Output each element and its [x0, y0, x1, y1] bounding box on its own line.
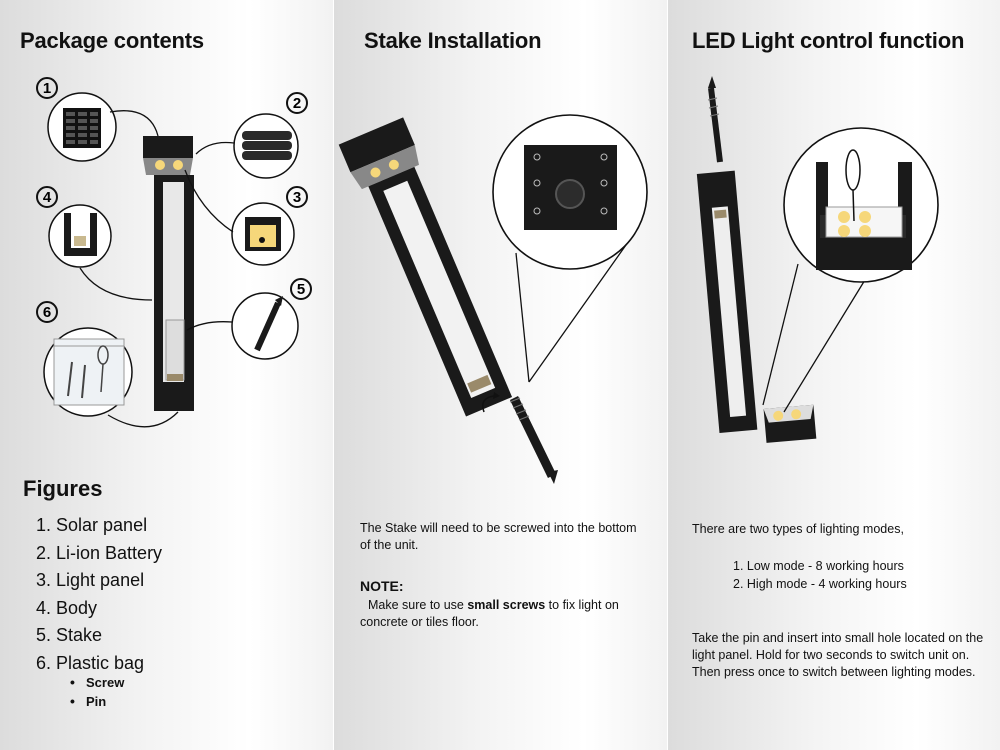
figure-item: 1. Solar panel — [36, 515, 148, 535]
pin-icon — [707, 76, 723, 163]
lighting-mode-item: 2. High mode - 4 working hours — [733, 577, 907, 591]
badge-2: 2 — [293, 95, 301, 112]
figure-item: 2. Li-ion Battery — [36, 542, 163, 563]
badge-3: 3 — [293, 189, 301, 206]
stake-installation-illustration — [338, 114, 648, 484]
panel-divider — [333, 0, 334, 750]
light-unit-icon — [143, 136, 194, 411]
note-text: Make sure to use small screws to fix lig… — [360, 597, 660, 631]
light-unit-icon — [696, 170, 817, 443]
bag-item: Pin — [70, 692, 124, 711]
stake-installation-title: Stake Installation — [364, 28, 542, 53]
light-panel-icon — [231, 202, 295, 266]
battery-icon — [233, 113, 299, 179]
note-text-pre: Make sure to use — [368, 598, 468, 612]
led-control-title: LED Light control function — [692, 28, 965, 53]
bag-items-list: Screw Pin — [70, 673, 124, 711]
stake-icon — [509, 396, 558, 484]
figure-item: 4. Body — [36, 597, 98, 618]
figures-list: 1. Solar panel 2. Li-ion Battery 3. Ligh… — [36, 512, 162, 677]
badge-6: 6 — [43, 304, 51, 321]
figure-item: 5. Stake — [36, 625, 103, 645]
stake-installation-panel: Stake Installation — [334, 0, 667, 750]
figures-title: Figures — [23, 476, 103, 501]
solar-panel-icon — [47, 92, 117, 162]
light-unit-icon — [338, 117, 513, 417]
lighting-modes-list: 1. Low mode - 8 working hours 2. High mo… — [733, 557, 907, 593]
plastic-bag-icon — [43, 327, 133, 417]
light-panel-closeup — [783, 127, 939, 283]
led-control-panel: LED Light control function — [668, 0, 1000, 750]
note-title: NOTE: — [360, 578, 404, 594]
body-icon — [48, 204, 112, 268]
badge-4: 4 — [43, 189, 52, 206]
lighting-mode-item: 1. Low mode - 8 working hours — [733, 559, 904, 573]
stake-description: The Stake will need to be screwed into t… — [360, 521, 637, 552]
unit-bottom-closeup — [492, 114, 648, 270]
figure-item: 3. Light panel — [36, 570, 145, 590]
note-text-post: to fix light on concrete or tiles floor. — [360, 598, 619, 629]
led-control-illustration — [696, 76, 939, 443]
pin-instructions: Take the pin and insert into small hole … — [692, 631, 984, 679]
bag-item: Screw — [70, 673, 124, 692]
note-text-bold: small screws — [467, 598, 546, 612]
lighting-modes-intro: There are two types of lighting modes, — [692, 522, 904, 536]
package-contents-panel: Package contents 1 2 3 4 5 6 — [0, 0, 333, 750]
badge-5: 5 — [297, 281, 305, 298]
stake-icon — [231, 292, 299, 360]
panel-divider — [667, 0, 668, 750]
package-contents-illustration: 1 2 3 4 5 6 — [36, 77, 312, 428]
badge-1: 1 — [43, 80, 51, 97]
figure-item: 6. Plastic bag — [36, 652, 145, 673]
package-contents-title: Package contents — [20, 28, 204, 53]
